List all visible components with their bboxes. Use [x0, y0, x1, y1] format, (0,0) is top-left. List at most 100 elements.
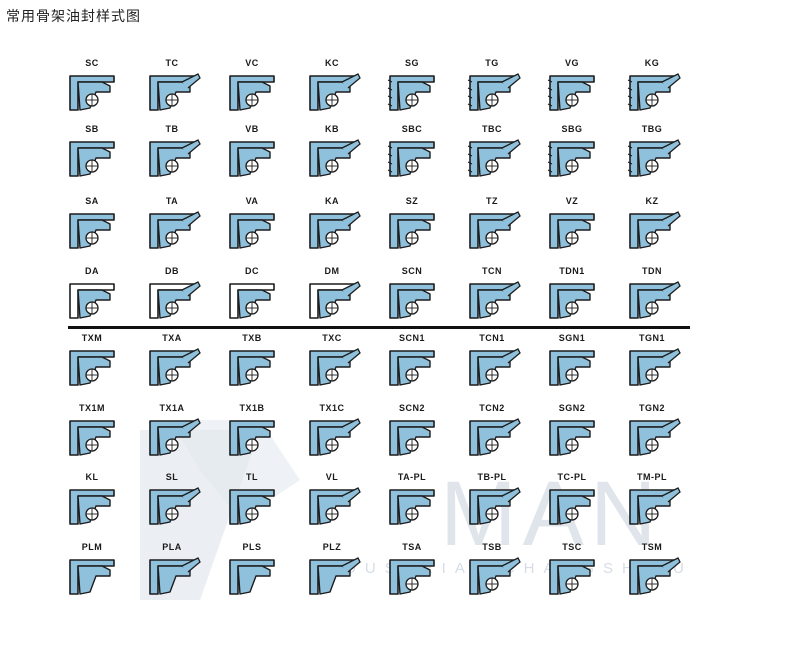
seal-type-cell: TA [132, 196, 212, 268]
seal-type-cell: KA [292, 196, 372, 268]
seal-cross-section-drawing [309, 73, 361, 111]
seal-type-cell: TX1A [132, 403, 212, 475]
seal-cross-section-drawing [387, 141, 435, 177]
seal-cross-section-drawing [149, 73, 201, 111]
seal-type-label: DM [324, 266, 340, 276]
seal-type-cell: TB-PL [452, 472, 532, 544]
seal-type-cell: VG [532, 58, 612, 130]
seal-cross-section-drawing [229, 489, 275, 525]
seal-type-cell: TA-PL [372, 472, 452, 544]
seal-type-label: PLZ [322, 542, 342, 552]
seal-cross-section-drawing [309, 418, 361, 456]
seal-type-label: SA [85, 196, 99, 206]
seal-cross-section-drawing [229, 420, 275, 456]
seal-cross-section-drawing [469, 487, 521, 525]
seal-type-cell: TGN2 [612, 403, 692, 475]
seal-cross-section-drawing [469, 418, 521, 456]
seal-cross-section-drawing [627, 73, 681, 111]
seal-cross-section-drawing [69, 350, 115, 386]
seal-cross-section-drawing [467, 73, 521, 111]
seal-type-label: TL [246, 472, 258, 482]
seal-type-label: KA [325, 196, 339, 206]
seal-type-label: VG [564, 58, 579, 68]
seal-cross-section-drawing [629, 418, 681, 456]
seal-type-cell: TDN [612, 266, 692, 338]
seal-cross-section-drawing [629, 211, 681, 249]
seal-type-label: TC [165, 58, 179, 68]
seal-type-cell: VZ [532, 196, 612, 268]
seal-cross-section-drawing [469, 211, 521, 249]
seal-cross-section-drawing [629, 487, 681, 525]
section-divider [68, 326, 690, 329]
seal-type-cell: TB [132, 124, 212, 196]
seal-cross-section-drawing [229, 213, 275, 249]
seal-type-label: TCN [482, 266, 502, 276]
seal-type-cell: SG [372, 58, 452, 130]
seal-type-cell: PLM [52, 542, 132, 614]
seal-cross-section-drawing [549, 559, 595, 595]
seal-type-label: KB [325, 124, 339, 134]
seal-type-label: VA [245, 196, 259, 206]
seal-type-cell: SGN1 [532, 333, 612, 405]
seal-type-cell: TXM [52, 333, 132, 405]
seal-type-label: KL [85, 472, 99, 482]
seal-type-label: SB [85, 124, 99, 134]
seal-cross-section-drawing [309, 281, 361, 319]
seal-type-cell: SBC [372, 124, 452, 196]
seal-type-cell: DB [132, 266, 212, 338]
seal-cross-section-drawing [629, 281, 681, 319]
seal-type-label: TXC [322, 333, 342, 343]
seal-type-label: TCN2 [479, 403, 505, 413]
seal-type-cell: SL [132, 472, 212, 544]
seal-type-cell: VC [212, 58, 292, 130]
seal-type-cell: TZ [452, 196, 532, 268]
seal-cross-section-drawing [229, 559, 275, 595]
page-title: 常用骨架油封样式图 [6, 9, 141, 25]
seal-type-label: TC-PL [557, 472, 587, 482]
seal-type-label: TX1B [239, 403, 265, 413]
seal-type-cell: DA [52, 266, 132, 338]
seal-type-cell: SBG [532, 124, 612, 196]
seal-type-label: SGN2 [558, 403, 586, 413]
seal-type-cell: SGN2 [532, 403, 612, 475]
seal-type-cell: KZ [612, 196, 692, 268]
seal-type-label: TA-PL [397, 472, 427, 482]
seal-type-label: PLA [162, 542, 182, 552]
seal-type-label: TBC [482, 124, 502, 134]
seal-type-cell: TX1B [212, 403, 292, 475]
seal-cross-section-drawing [549, 213, 595, 249]
seal-type-label: TXM [81, 333, 103, 343]
seal-cross-section-drawing [149, 418, 201, 456]
seal-type-cell: TSB [452, 542, 532, 614]
seal-cross-section-drawing [229, 350, 275, 386]
seal-type-cell: TXA [132, 333, 212, 405]
seal-type-label: KZ [645, 196, 659, 206]
seal-type-cell: TCN [452, 266, 532, 338]
seal-cross-section-drawing [69, 283, 115, 319]
seal-type-cell: KB [292, 124, 372, 196]
seal-cross-section-drawing [469, 557, 521, 595]
seal-type-cell: TSC [532, 542, 612, 614]
seal-type-cell: SA [52, 196, 132, 268]
seal-type-label: VC [245, 58, 259, 68]
seal-cross-section-drawing [69, 420, 115, 456]
seal-type-cell: KC [292, 58, 372, 130]
seal-cross-section-drawing [469, 281, 521, 319]
seal-cross-section-drawing [309, 348, 361, 386]
seal-cross-section-drawing [149, 348, 201, 386]
seal-type-label: SGN1 [558, 333, 586, 343]
seal-cross-section-drawing [627, 139, 681, 177]
seal-type-cell: SB [52, 124, 132, 196]
seal-type-label: SBC [401, 124, 423, 134]
seal-type-cell: TX1C [292, 403, 372, 475]
seal-type-cell: SCN [372, 266, 452, 338]
seal-type-label: DC [245, 266, 259, 276]
seal-cross-section-drawing [467, 139, 521, 177]
seal-type-cell: PLA [132, 542, 212, 614]
seal-cross-section-drawing [69, 213, 115, 249]
seal-cross-section-drawing [387, 75, 435, 111]
seal-type-cell: KL [52, 472, 132, 544]
seal-type-label: KG [644, 58, 660, 68]
seal-cross-section-drawing [149, 139, 201, 177]
